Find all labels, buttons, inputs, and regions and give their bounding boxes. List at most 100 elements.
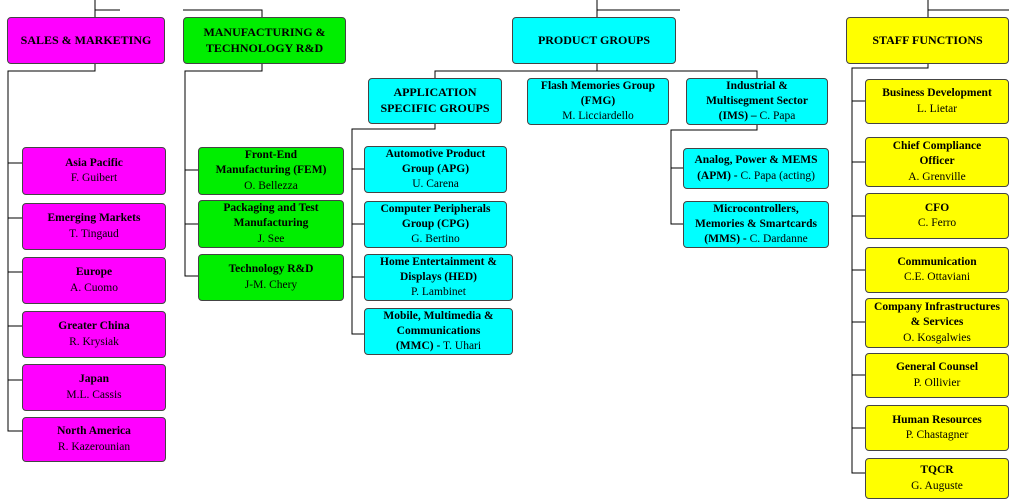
fmg-person: M. Licciardello <box>562 110 634 123</box>
staff-unit-box: Human Resources P. Chastagner <box>865 405 1009 451</box>
ims-unit-line2: (APM) - C. Papa (acting) <box>697 169 815 184</box>
manufacturing-unit-person: J. See <box>257 232 285 245</box>
ims-unit-person: C. Papa (acting) <box>737 169 815 182</box>
asg-title-line2: SPECIFIC GROUPS <box>380 101 490 115</box>
sales-unit-person: R. Krysiak <box>69 335 119 348</box>
asg-unit-line2: Displays (HED) <box>400 270 477 283</box>
manufacturing-unit-box: Packaging and Test Manufacturing J. See <box>198 200 344 248</box>
staff-unit-person: G. Auguste <box>911 479 963 492</box>
sales-marketing-box: SALES & MARKETING <box>7 17 165 64</box>
manufacturing-unit-person: J-M. Chery <box>244 278 298 291</box>
sales-unit-name: Emerging Markets <box>47 212 141 225</box>
ims-unit-line3: (MMS) - C. Dardanne <box>704 232 807 247</box>
manufacturing-unit-line1: Front-End <box>244 149 298 162</box>
ims-code: (IMS) – <box>718 110 757 123</box>
manufacturing-title-line1: MANUFACTURING & <box>203 24 326 39</box>
manufacturing-rd-box: MANUFACTURING & TECHNOLOGY R&D <box>183 17 346 64</box>
sales-unit-box: North America R. Kazerounian <box>22 417 166 462</box>
staff-unit-line1: CFO <box>924 201 950 214</box>
manufacturing-unit-person: O. Bellezza <box>244 179 298 192</box>
asg-unit-box: Mobile, Multimedia & Communications (MMC… <box>364 308 513 355</box>
manufacturing-unit-line2: Manufacturing <box>233 217 309 230</box>
sales-unit-name: Asia Pacific <box>65 156 123 169</box>
sales-unit-box: Europe A. Cuomo <box>22 257 166 304</box>
staff-unit-line1: Human Resources <box>892 413 982 426</box>
asg-unit-box: Home Entertainment & Displays (HED) P. L… <box>364 254 513 301</box>
asg-unit-line1: Automotive Product <box>385 147 486 160</box>
staff-unit-line1: Chief Compliance <box>892 140 982 153</box>
ims-unit-box: Analog, Power & MEMS (APM) - C. Papa (ac… <box>683 148 829 189</box>
sales-unit-box: Asia Pacific F. Guibert <box>22 147 166 195</box>
asg-unit-person: G. Bertino <box>411 233 460 246</box>
staff-unit-person: C.E. Ottaviani <box>903 271 971 283</box>
asg-unit-box: Computer Peripherals Group (CPG) G. Bert… <box>364 201 507 248</box>
ims-person: C. Papa <box>756 110 796 123</box>
product-groups-title: PRODUCT GROUPS <box>537 32 651 47</box>
fmg-title-line1: Flash Memories Group <box>540 79 656 92</box>
staff-unit-box: Business Development L. Lietar <box>865 79 1009 124</box>
staff-unit-box: General Counsel P. Ollivier <box>865 353 1009 398</box>
staff-unit-line1: TQCR <box>920 464 954 477</box>
sales-unit-person: A. Cuomo <box>70 281 118 294</box>
asg-unit-code: (MMC) - <box>395 340 441 353</box>
asg-unit-line2: Group (CPG) <box>401 217 470 230</box>
staff-unit-person: P. Chastagner <box>905 429 969 441</box>
asg-unit-person: U. Carena <box>412 178 459 191</box>
staff-unit-line1: Company Infrastructures <box>874 301 1000 314</box>
manufacturing-unit-line2: Manufacturing (FEM) <box>215 164 327 177</box>
sales-unit-name: Japan <box>78 373 110 386</box>
staff-unit-line2: & Services <box>910 316 964 329</box>
manufacturing-title-line2: TECHNOLOGY R&D <box>205 40 324 55</box>
sales-unit-person: T. Tingaud <box>69 227 119 240</box>
sales-unit-person: M.L. Cassis <box>66 388 122 401</box>
ims-title-line1: Industrial & <box>726 79 788 92</box>
staff-unit-person: L. Lietar <box>916 102 958 115</box>
sales-unit-name: Greater China <box>58 320 130 333</box>
ims-unit-box: Microcontrollers, Memories & Smartcards … <box>683 201 829 248</box>
asg-unit-person: T. Uhari <box>440 340 482 353</box>
sales-unit-name: Europe <box>75 266 113 279</box>
manufacturing-unit-line1: Packaging and Test <box>223 202 319 215</box>
ims-unit-line1: Microcontrollers, <box>713 202 799 215</box>
manufacturing-unit-line1: Technology R&D <box>228 263 314 276</box>
sales-unit-person: F. Guibert <box>70 172 118 184</box>
sales-marketing-title: SALES & MARKETING <box>20 32 152 47</box>
staff-unit-line1: General Counsel <box>895 361 979 374</box>
asg-unit-line1: Computer Peripherals <box>380 202 491 215</box>
application-specific-groups-box: APPLICATION SPECIFIC GROUPS <box>368 78 502 124</box>
staff-unit-box: Chief Compliance Officer A. Grenville <box>865 137 1009 187</box>
staff-unit-box: Communication C.E. Ottaviani <box>865 247 1009 293</box>
asg-unit-person: P. Lambinet <box>411 286 466 299</box>
staff-functions-box: STAFF FUNCTIONS <box>846 17 1009 64</box>
staff-unit-box: CFO C. Ferro <box>865 193 1009 239</box>
sales-unit-box: Greater China R. Krysiak <box>22 311 166 358</box>
asg-unit-line3: (MMC) - T. Uhari <box>396 339 481 354</box>
staff-unit-person: C. Ferro <box>917 217 957 229</box>
sales-unit-name: North America <box>57 425 131 438</box>
asg-unit-line2: Group (APG) <box>401 162 470 175</box>
staff-unit-line2: Officer <box>919 155 955 168</box>
ims-title-line3: (IMS) – C. Papa <box>719 109 796 124</box>
staff-unit-person: A. Grenville <box>908 170 966 183</box>
ims-title-line2: Multisegment Sector <box>706 94 808 107</box>
product-groups-box: PRODUCT GROUPS <box>512 17 676 64</box>
asg-unit-line1: Mobile, Multimedia & <box>383 309 494 322</box>
asg-unit-line1: Home Entertainment & <box>380 255 497 268</box>
ims-unit-line2: Memories & Smartcards <box>695 217 817 230</box>
fmg-title-line2: (FMG) <box>580 94 616 107</box>
asg-title-line1: APPLICATION <box>393 85 477 100</box>
ims-unit-person: C. Dardanne <box>746 233 808 246</box>
sales-unit-person: R. Kazerounian <box>57 440 131 453</box>
sales-unit-box: Japan M.L. Cassis <box>22 364 166 411</box>
flash-memories-group-box: Flash Memories Group (FMG) M. Licciardel… <box>527 78 669 125</box>
staff-unit-person: P. Ollivier <box>913 376 961 389</box>
staff-unit-line1: Communication <box>897 255 977 268</box>
asg-unit-line2: Communications <box>396 324 481 337</box>
ims-unit-line1: Analog, Power & MEMS <box>694 154 818 167</box>
ims-unit-code: (MMS) - <box>704 233 747 246</box>
staff-unit-box: TQCR G. Auguste <box>865 458 1009 499</box>
staff-unit-box: Company Infrastructures & Services O. Ko… <box>865 298 1009 348</box>
staff-unit-person: O. Kosgalwies <box>903 331 971 344</box>
asg-unit-box: Automotive Product Group (APG) U. Carena <box>364 146 507 193</box>
